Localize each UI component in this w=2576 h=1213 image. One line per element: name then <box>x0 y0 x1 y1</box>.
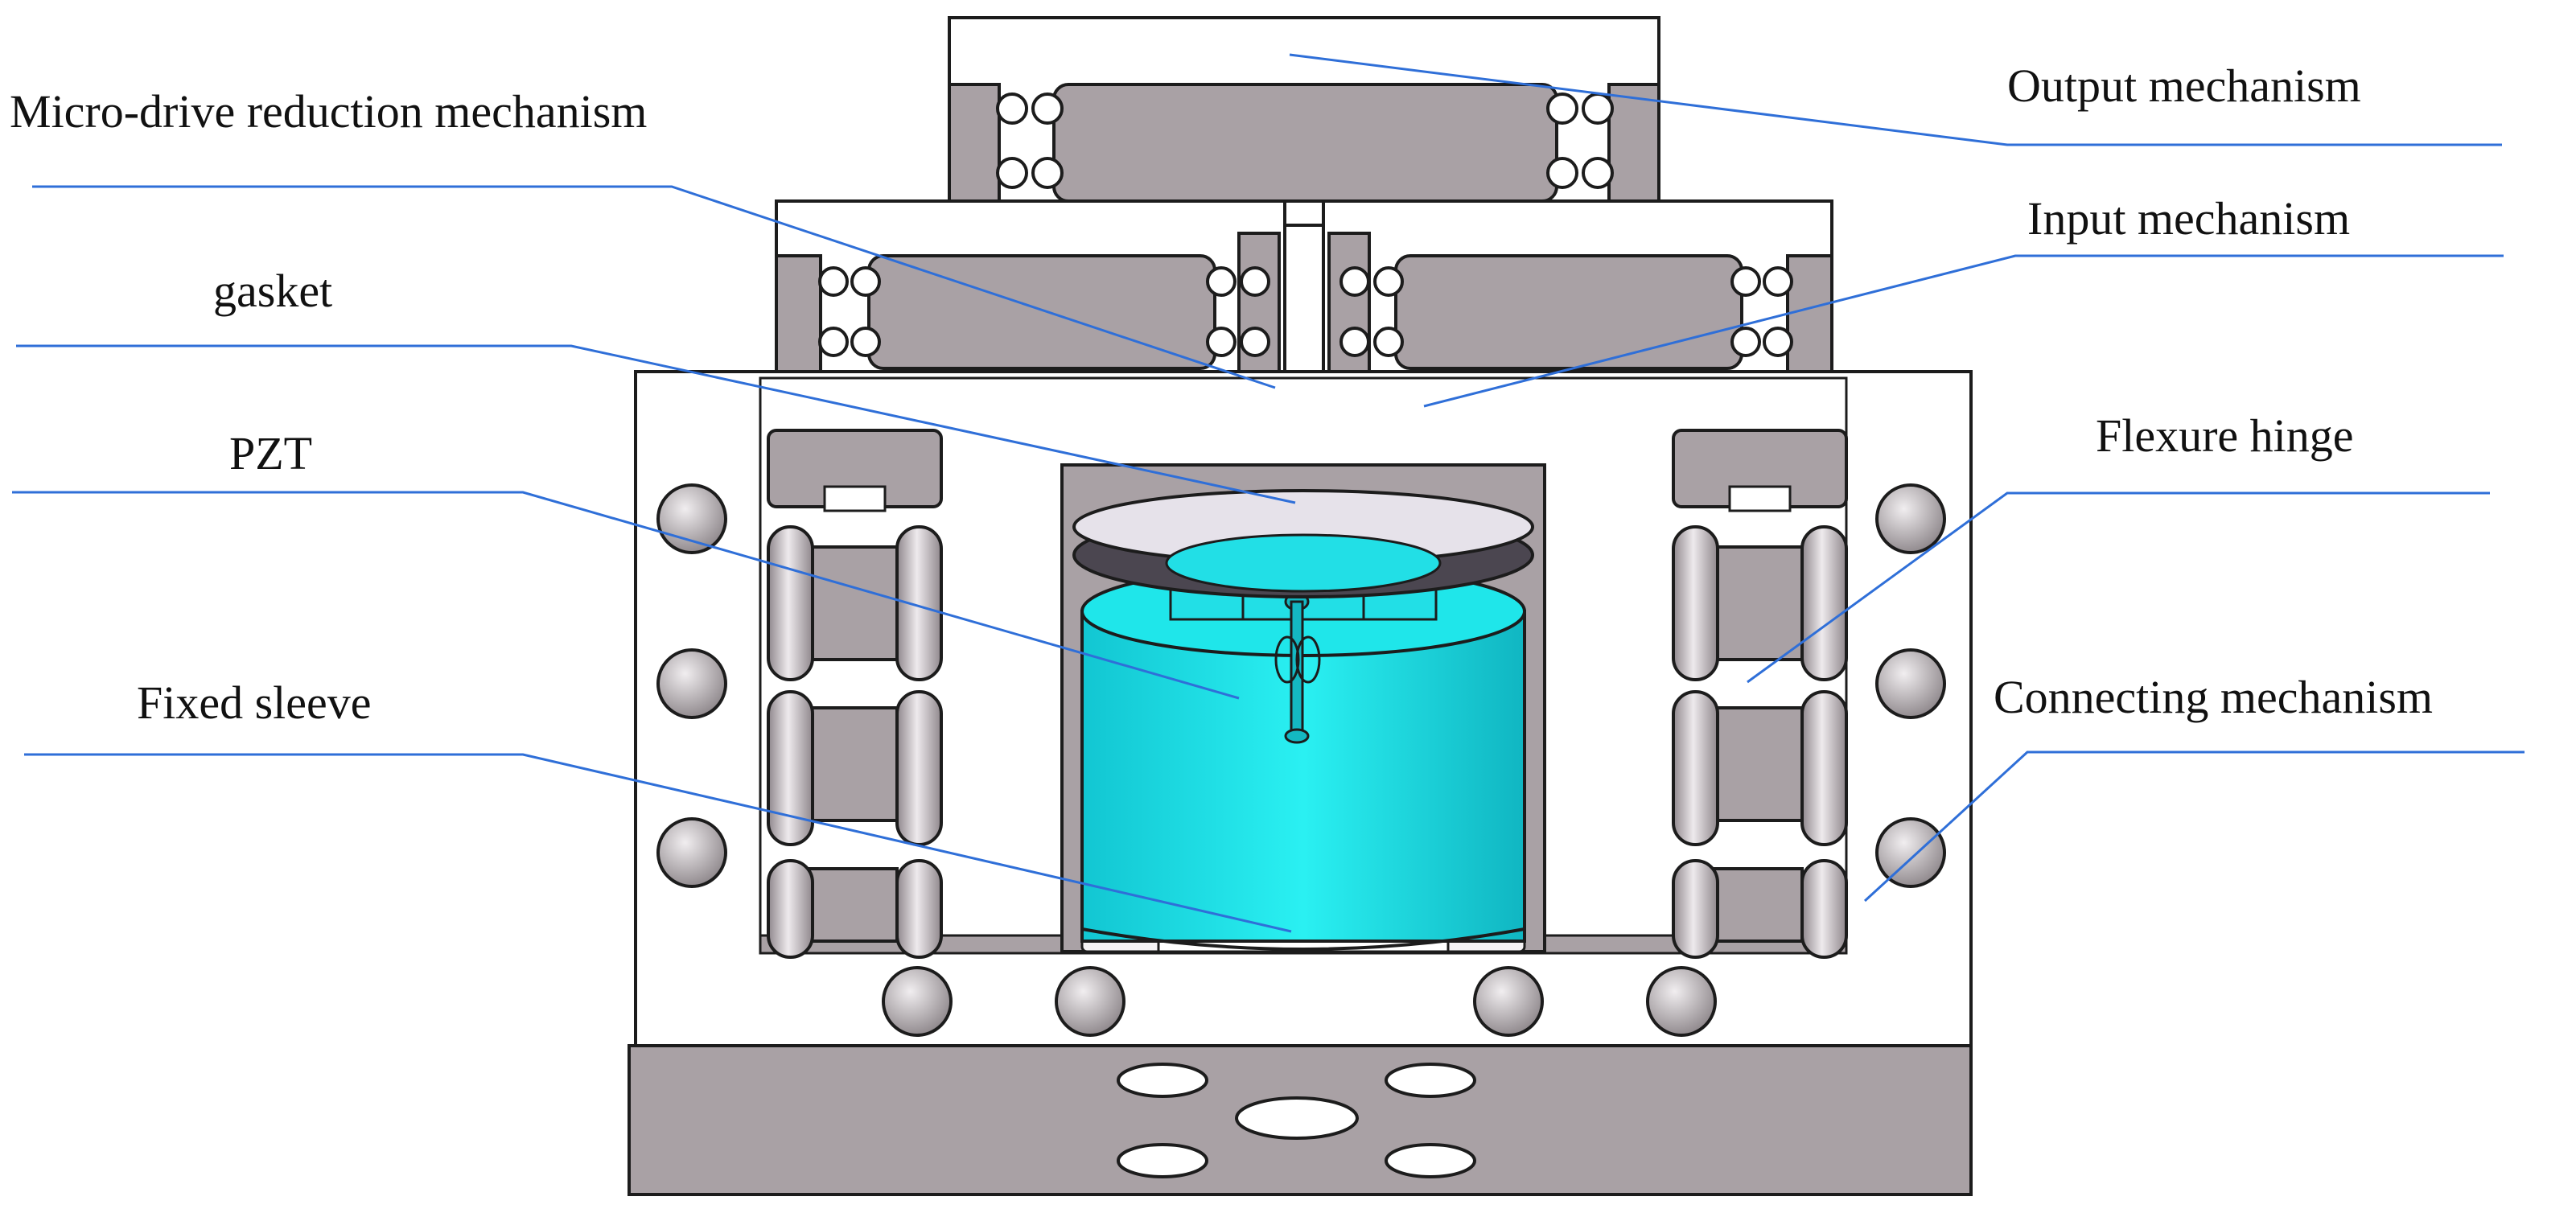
output-right-leg <box>1607 83 1660 212</box>
label-pzt: PZT <box>229 427 313 479</box>
leader-flexure <box>1747 491 2490 684</box>
label-micro-drive-reduction-mechanism: Micro-drive reduction mechanism <box>10 85 648 138</box>
leader-gasket <box>16 344 1296 504</box>
leader-connecting <box>1863 750 2525 903</box>
label-flexure-hinge: Flexure hinge <box>2096 409 2354 462</box>
pzt-actuator <box>1080 545 1526 951</box>
label-fixed-sleeve: Fixed sleeve <box>137 676 372 729</box>
label-gasket: gasket <box>213 265 333 317</box>
input-mechanism <box>775 199 1833 380</box>
input-block-right <box>1394 254 1743 370</box>
base-plate <box>628 1044 1973 1196</box>
leader-micro-drive <box>32 185 1276 389</box>
output-block <box>1052 83 1558 203</box>
leader-pzt <box>12 491 1240 700</box>
left-flexure-column <box>767 429 943 959</box>
gasket <box>1072 489 1534 598</box>
output-left-leg <box>948 83 1001 212</box>
input-center-post-right <box>1327 232 1371 380</box>
label-output-mechanism: Output mechanism <box>2007 60 2361 112</box>
body-holes <box>656 483 1946 1037</box>
label-input-mechanism: Input mechanism <box>2027 192 2351 245</box>
output-stem <box>1282 199 1325 227</box>
input-notches <box>818 266 1793 357</box>
input-right-leg <box>1786 254 1833 380</box>
label-connecting-mechanism: Connecting mechanism <box>1994 671 2434 723</box>
output-notches <box>996 93 1614 189</box>
leader-input <box>1423 254 2504 408</box>
input-left-leg <box>775 254 822 380</box>
leader-output <box>1289 53 2502 146</box>
input-block-left <box>867 254 1216 370</box>
right-flexure-column <box>1672 429 1848 959</box>
leader-fixed-sleeve <box>24 753 1292 933</box>
output-mechanism <box>948 16 1660 227</box>
leader-lines <box>12 53 2525 933</box>
